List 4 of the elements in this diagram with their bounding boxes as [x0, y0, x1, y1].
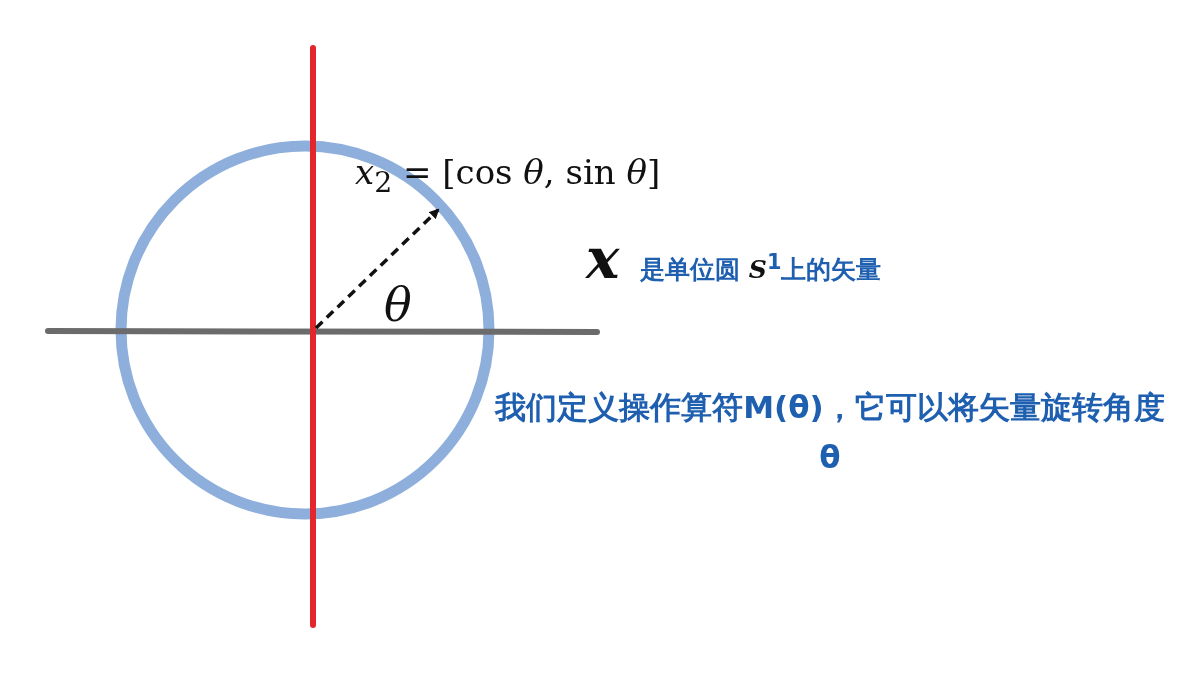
note-text: 我们定义操作算符M(θ)，它可以将矢量旋转角度θ — [493, 388, 1166, 477]
angle-label: θ — [384, 278, 412, 332]
formula-label: x$_{2}$ = [cos θ, sin θ] — [355, 152, 661, 199]
caption-text: x 是单位圆 S$^{1}$上的矢量 — [586, 225, 882, 291]
